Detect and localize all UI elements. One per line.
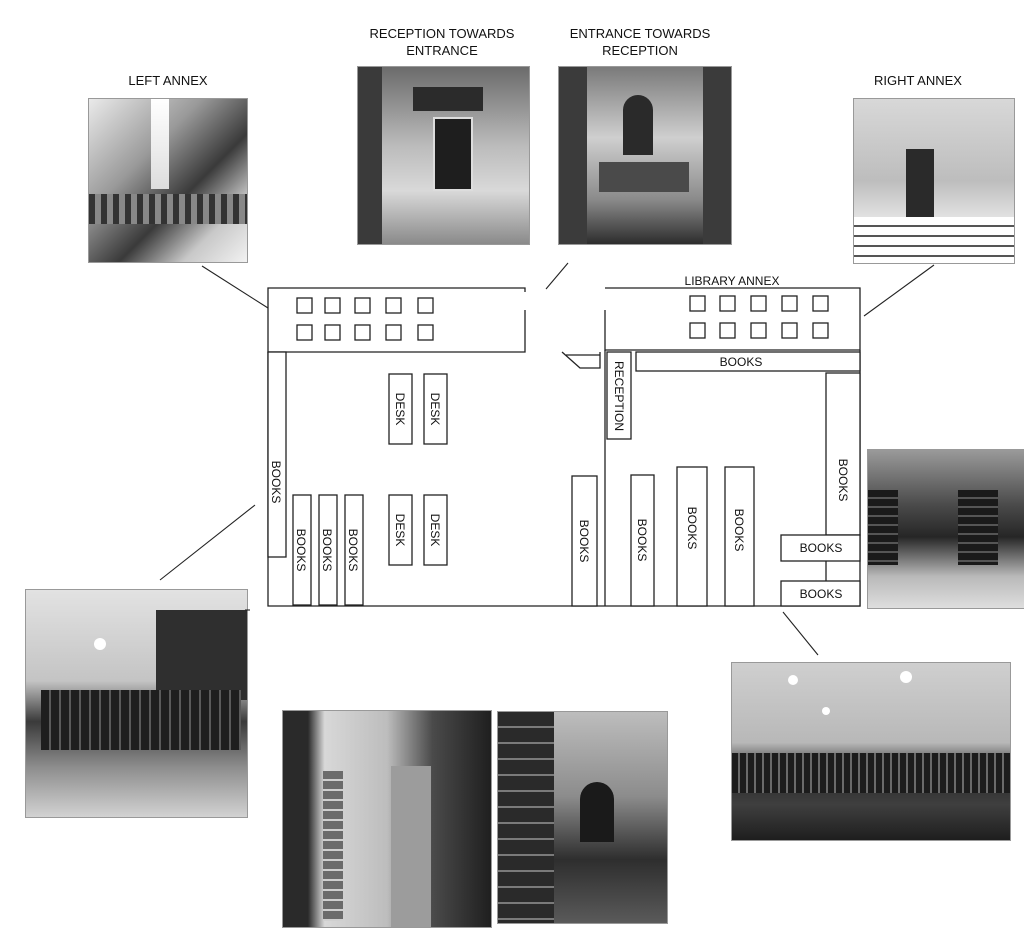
books-shelf [676, 466, 708, 607]
books-shelf [318, 494, 338, 606]
desk-label: DESK [428, 393, 442, 426]
books-shelf-left-wall [267, 351, 287, 558]
reception-desk [606, 351, 632, 440]
label-library-annex: LIBRARY ANNEX [685, 274, 780, 288]
caption-reception-towards-entrance: RECEPTION TOWARDS ENTRANCE [369, 26, 515, 58]
books-shelf [780, 534, 861, 562]
books-label: BOOKS [346, 529, 360, 572]
window [324, 324, 341, 341]
books-shelf-right-wall [825, 372, 861, 536]
books-label: BOOKS [800, 541, 843, 555]
window [385, 324, 402, 341]
pointer-left-reading-room [159, 504, 256, 581]
caption-entrance-towards-reception: ENTRANCE TOWARDS RECEPTION [569, 26, 711, 58]
books-label: BOOKS [685, 507, 699, 550]
desk-label: DESK [428, 514, 442, 547]
entrance-door-mark [561, 351, 601, 369]
caption-right-annex: RIGHT ANNEX [874, 73, 962, 88]
window [385, 297, 402, 314]
window [417, 297, 434, 314]
library-annex-windows [689, 295, 829, 339]
photo-reception-towards-entrance [357, 66, 530, 245]
books-shelf [292, 494, 312, 606]
caption-left-annex: LEFT ANNEX [128, 73, 208, 88]
photo-entrance-towards-reception [558, 66, 732, 245]
photo-bottom-stack-doorway [282, 710, 492, 928]
books-shelf [780, 580, 861, 607]
window [296, 324, 313, 341]
pointer-left-annex [201, 265, 269, 309]
photo-main-hall [731, 662, 1011, 841]
books-shelf [344, 494, 364, 606]
desk-label: DESK [393, 514, 407, 547]
window [781, 322, 798, 339]
window [812, 295, 829, 312]
photo-right-annex [853, 98, 1015, 264]
books-shelf [724, 466, 755, 607]
window [324, 297, 341, 314]
desk-label: DESK [393, 393, 407, 426]
books-label: BOOKS [635, 519, 649, 562]
pointer-main-hall [782, 611, 819, 656]
books-label: BOOKS [269, 461, 283, 504]
window [417, 324, 434, 341]
window [812, 322, 829, 339]
books-label: BOOKS [720, 355, 763, 369]
window [354, 297, 371, 314]
window [719, 322, 736, 339]
desk [388, 373, 413, 445]
photo-bottom-reading-corner [497, 711, 668, 924]
books-shelf [571, 475, 598, 607]
window [781, 295, 798, 312]
photo-right-side-stacks [867, 449, 1024, 609]
books-label: BOOKS [320, 529, 334, 572]
books-shelf-top [635, 351, 861, 372]
wall-left-annex [267, 287, 526, 353]
window [750, 322, 767, 339]
photo-left-reading-room [25, 589, 248, 818]
pointer-entrance [545, 262, 569, 290]
window [296, 297, 313, 314]
books-label: BOOKS [732, 509, 746, 552]
desk [388, 494, 413, 566]
books-shelf [630, 474, 655, 607]
photo-left-annex [88, 98, 248, 263]
window [689, 295, 706, 312]
window [719, 295, 736, 312]
books-label: BOOKS [800, 587, 843, 601]
window [354, 324, 371, 341]
window [750, 295, 767, 312]
desk [423, 494, 448, 566]
books-label: BOOKS [577, 520, 591, 563]
desk [423, 373, 448, 445]
pointer-right-annex [863, 264, 935, 317]
books-label: BOOKS [294, 529, 308, 572]
window [689, 322, 706, 339]
left-annex-windows [296, 297, 434, 341]
books-label: BOOKS [836, 459, 850, 502]
reception-label: RECEPTION [612, 361, 626, 431]
